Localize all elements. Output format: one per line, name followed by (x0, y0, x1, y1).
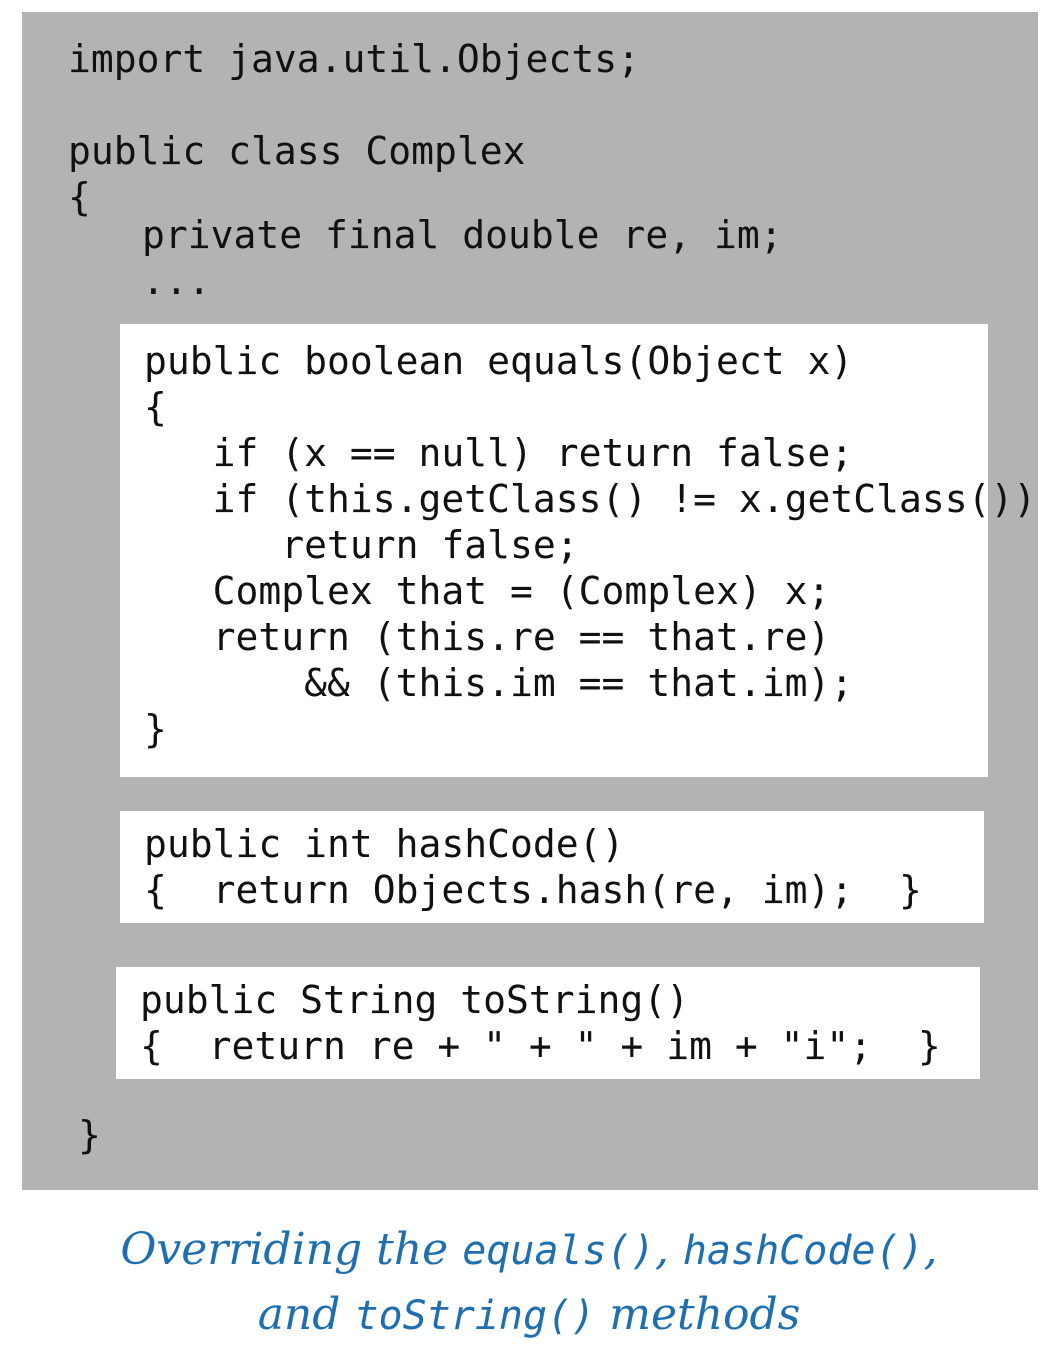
caption-text: Overriding the (120, 1224, 463, 1275)
code-line: } (144, 707, 167, 751)
caption-text: and (257, 1289, 355, 1340)
code-line: { return Objects.hash(re, im); } (144, 868, 922, 912)
tostring-method-box: public String toString() { return re + "… (116, 967, 980, 1079)
caption-text: methods (595, 1289, 801, 1340)
code-panel: import java.util.Objects; public class C… (22, 12, 1038, 1190)
class-declaration: public class Complex (68, 129, 526, 173)
figure-caption: Overriding the equals(), hashCode(), and… (0, 1218, 1058, 1348)
class-close-brace: } (78, 1113, 101, 1157)
caption-text: , (923, 1224, 938, 1275)
caption-line-1: Overriding the equals(), hashCode(), (0, 1218, 1058, 1283)
code-line: if (x == null) return false; (144, 431, 854, 475)
caption-code-equals: equals() (462, 1228, 655, 1274)
code-line: public int hashCode() (144, 822, 625, 866)
code-line: if (this.getClass() != x.getClass()) (144, 477, 1037, 521)
code-line: Complex that = (Complex) x; (144, 569, 831, 613)
class-open-brace: { (68, 175, 91, 219)
code-line: { (144, 385, 167, 429)
field-declaration: private final double re, im; (142, 213, 783, 257)
hashcode-method-box: public int hashCode() { return Objects.h… (120, 811, 984, 923)
caption-code-tostring: toString() (354, 1293, 596, 1339)
caption-text: , (654, 1224, 683, 1275)
code-line: public String toString() (140, 978, 690, 1022)
import-line: import java.util.Objects; (68, 37, 640, 81)
caption-code-hashcode: hashCode() (682, 1228, 924, 1274)
code-line: public boolean equals(Object x) (144, 339, 854, 383)
code-line: && (this.im == that.im); (144, 661, 854, 705)
code-line: return false; (144, 523, 579, 567)
caption-line-2: and toString() methods (0, 1283, 1058, 1348)
ellipsis: ... (142, 259, 211, 303)
code-line: { return re + " + " + im + "i"; } (140, 1024, 941, 1068)
code-line: return (this.re == that.re) (144, 615, 831, 659)
equals-method-box: public boolean equals(Object x) { if (x … (120, 324, 1036, 777)
